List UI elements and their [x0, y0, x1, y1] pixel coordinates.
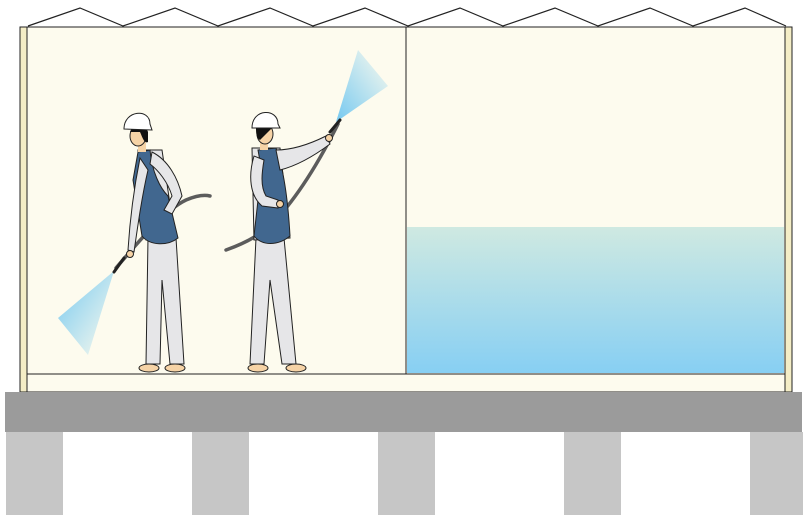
worker-right-helmet [251, 112, 281, 129]
tank-floor [26, 373, 786, 393]
worker-right-legs [249, 237, 297, 365]
worker-left-helmet [123, 112, 153, 131]
worker-right-arm [275, 135, 331, 171]
roof-zigzag [27, 7, 787, 27]
support-pillar [192, 432, 249, 515]
support-pillar [378, 432, 435, 515]
right-wall-post [784, 26, 793, 393]
left-wall-post [19, 26, 28, 393]
worker-left-hand [126, 250, 134, 258]
worker-right-shoe [247, 363, 269, 373]
worker-right-arm [250, 155, 279, 209]
worker-left-shoe [138, 363, 160, 373]
worker-left-shoe [164, 363, 186, 373]
worker-right-icon [224, 50, 388, 373]
support-pillar [564, 432, 621, 515]
worker-right-nozzle [328, 118, 342, 134]
worker-left-neck [138, 142, 146, 152]
foundation-slab [5, 392, 802, 432]
worker-right-neck [260, 140, 268, 150]
worker-right-shoe [285, 363, 307, 373]
worker-left-arm [127, 156, 149, 253]
worker-left-arm [149, 151, 183, 215]
worker-right-hand [325, 134, 333, 142]
worker-left-nozzle [112, 256, 126, 274]
water-body [407, 227, 784, 373]
worker-left-icon [58, 112, 212, 373]
support-pillar [6, 432, 63, 515]
water-spray-icon [58, 271, 114, 355]
worker-right-hand [276, 200, 284, 208]
support-pillar [750, 432, 803, 515]
water-spray-icon [336, 50, 388, 122]
